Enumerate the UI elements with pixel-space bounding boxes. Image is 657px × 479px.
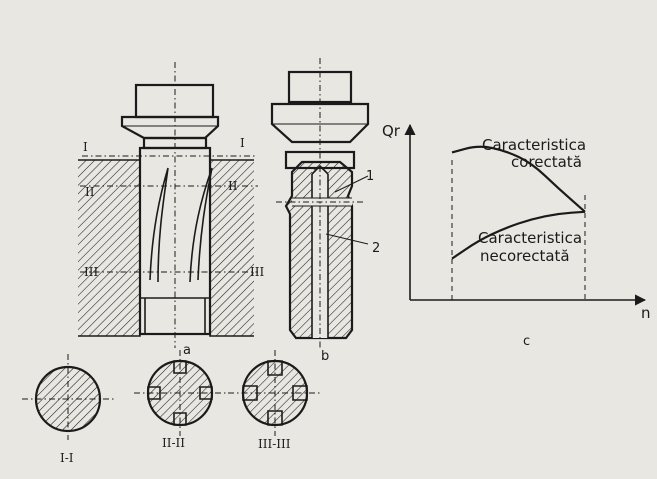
plunger-view-b: 1 2 b: [270, 58, 380, 364]
cross-section-I-I: I-I: [22, 354, 114, 465]
cross-section-II-II: II-II: [134, 350, 226, 450]
plunger-view-a: I I II II III III a: [78, 62, 264, 358]
plunger-flange: [120, 115, 220, 140]
section-caption-III-III: III-III: [258, 437, 291, 451]
upper-curve-label-1: Caracteristica: [482, 136, 586, 154]
cross-section-III-III: III-III: [228, 350, 322, 451]
curve-corrected: [451, 145, 586, 213]
chart-y-label: Qr: [382, 122, 401, 140]
plunger-central-bore: [312, 170, 328, 338]
part-label-1: 1: [366, 169, 374, 184]
section-label-II-left: II: [85, 185, 95, 199]
leader-part-2: [325, 233, 369, 245]
characteristic-chart: Qr n Caracteristica corectată Caracteris…: [382, 122, 651, 349]
section-caption-I-I: I-I: [60, 451, 74, 465]
view-label-a: a: [183, 343, 191, 358]
view-label-c: c: [523, 334, 530, 349]
lower-curve-label-1: Caracteristica: [478, 229, 582, 247]
view-label-b: b: [321, 349, 329, 364]
leader-part-1: [334, 175, 369, 193]
barrel-right-wall: [210, 160, 254, 336]
chart-x-label: n: [641, 304, 651, 322]
section-label-III-left: III: [84, 265, 98, 279]
part-label-2: 2: [372, 241, 380, 256]
section-caption-II-II: II-II: [162, 436, 185, 450]
section-label-III-right: III: [250, 265, 264, 279]
helix-groove-left: [149, 167, 169, 283]
helix-groove-right: [189, 167, 213, 283]
section-label-I-left: I: [83, 140, 88, 154]
lower-curve-label-2: necorectată: [480, 247, 570, 265]
barrel-left-wall: [78, 160, 140, 336]
curve-uncorrected: [451, 210, 586, 260]
section-label-II-right: II: [228, 179, 238, 193]
section-label-I-right: I: [240, 136, 245, 150]
upper-curve-label-2: corectată: [511, 153, 582, 171]
